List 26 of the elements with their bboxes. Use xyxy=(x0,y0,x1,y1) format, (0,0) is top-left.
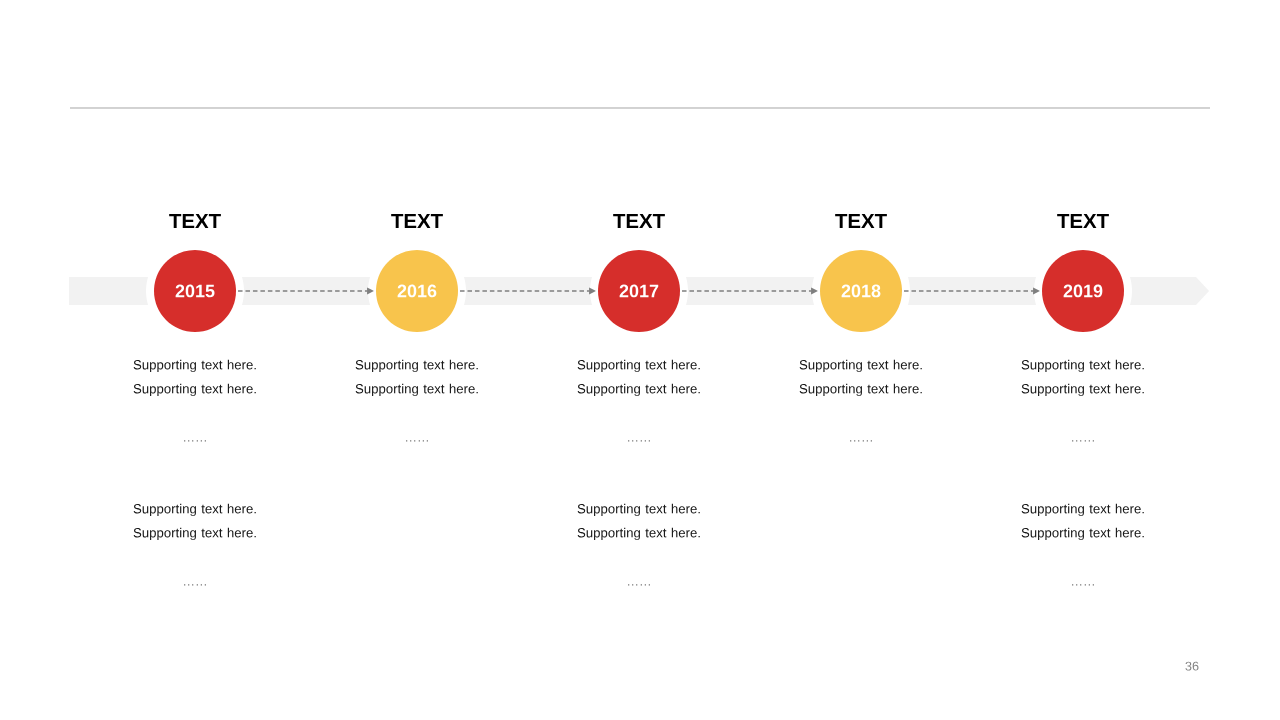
supporting-text: Supporting text here. Supporting text here. xyxy=(577,503,700,541)
arrow xyxy=(903,287,1040,295)
arrow xyxy=(237,287,374,295)
supporting-text: Supporting text here. Supporting text here. xyxy=(577,359,700,397)
ellipsis: …… xyxy=(1072,584,1094,586)
page-number: 36 xyxy=(1185,661,1199,671)
supporting-text: Supporting text here. Supporting text here. xyxy=(1021,503,1144,541)
supporting-text: Supporting text here. Supporting text here. xyxy=(133,503,256,541)
ellipsis: …… xyxy=(628,440,650,442)
supporting-text: Supporting text here. Supporting text here. xyxy=(133,359,256,397)
ellipsis: …… xyxy=(184,584,206,586)
heading: TEXT xyxy=(391,213,443,228)
arrow xyxy=(681,287,818,295)
heading: TEXT xyxy=(1057,213,1109,228)
heading: TEXT xyxy=(835,213,887,228)
arrow xyxy=(459,287,596,295)
supporting-text: Supporting text here. Supporting text here. xyxy=(1021,359,1144,397)
ellipsis: …… xyxy=(850,440,872,442)
ellipsis: …… xyxy=(1072,440,1094,442)
ellipsis: …… xyxy=(628,584,650,586)
heading: TEXT xyxy=(169,213,221,228)
ellipsis: …… xyxy=(184,440,206,442)
supporting-text: Supporting text here. Supporting text here. xyxy=(355,359,478,397)
supporting-text: Supporting text here. Supporting text here. xyxy=(799,359,922,397)
heading: TEXT xyxy=(613,213,665,228)
ellipsis: …… xyxy=(406,440,428,442)
